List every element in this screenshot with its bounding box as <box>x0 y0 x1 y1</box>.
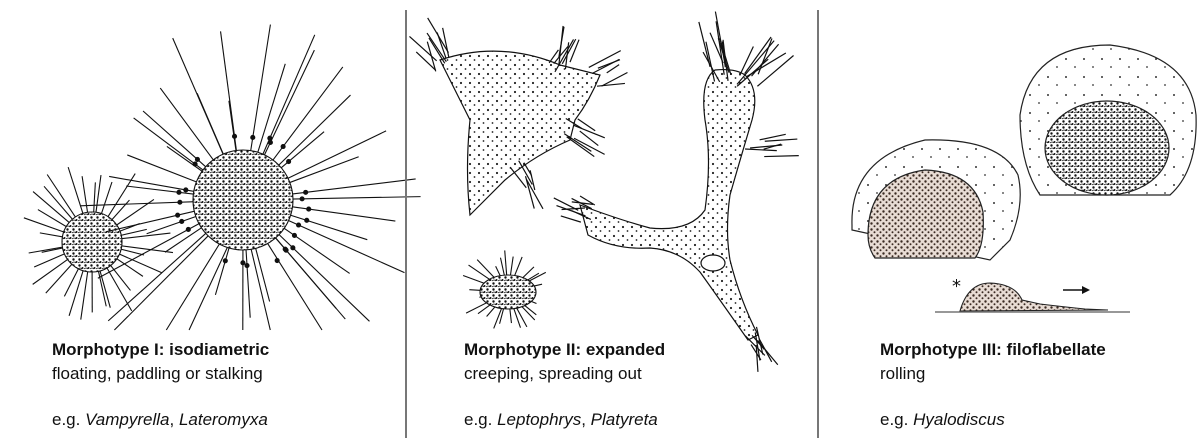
caption-morphotype-i: Morphotype I: isodiametric floating, pad… <box>52 338 269 386</box>
morphotype-i-large-cell <box>80 25 421 330</box>
separator: , <box>170 410 179 429</box>
morphotype-i-small-cell <box>24 167 173 319</box>
divider-left <box>405 10 407 438</box>
genus-leptophrys: Leptophrys <box>497 410 581 429</box>
morphotype-iii-right-cell <box>1020 45 1196 195</box>
morphotype-i-behavior: floating, paddling or stalking <box>52 362 269 386</box>
asterisk-marker: * <box>952 276 961 297</box>
eg-prefix: e.g. <box>52 410 85 429</box>
morphotype-ii-branching-cell <box>554 12 799 372</box>
separator: , <box>581 410 590 429</box>
morphotype-ii-small-cell <box>463 250 546 328</box>
genus-vampyrella: Vampyrella <box>85 410 169 429</box>
morphotype-iii-examples: e.g. Hyalodiscus <box>880 408 1005 432</box>
genus-lateromyxa: Lateromyxa <box>179 410 268 429</box>
arrow-right-icon <box>1082 286 1090 294</box>
morphotype-iii-title: Morphotype III: filoflabellate <box>880 338 1106 362</box>
morphotype-iii-rolling-cell: * <box>935 276 1130 312</box>
morphotype-i-examples: e.g. Vampyrella, Lateromyxa <box>52 408 268 432</box>
morphotype-i-title: Morphotype I: isodiametric <box>52 338 269 362</box>
genus-platyreta: Platyreta <box>591 410 658 429</box>
morphotype-ii-examples: e.g. Leptophrys, Platyreta <box>464 408 658 432</box>
morphotype-iii-left-cell <box>852 140 1020 260</box>
caption-morphotype-ii: Morphotype II: expanded creeping, spread… <box>464 338 665 386</box>
eg-prefix: e.g. <box>464 410 497 429</box>
divider-right <box>817 10 819 438</box>
morphotype-ii-behavior: creeping, spreading out <box>464 362 665 386</box>
eg-prefix: e.g. <box>880 410 913 429</box>
morphotype-ii-upper-left-cell <box>409 18 627 215</box>
morphotype-iii-behavior: rolling <box>880 362 1106 386</box>
morphotype-ii-title: Morphotype II: expanded <box>464 338 665 362</box>
genus-hyalodiscus: Hyalodiscus <box>913 410 1005 429</box>
caption-morphotype-iii: Morphotype III: filoflabellate rolling e… <box>880 338 1106 386</box>
